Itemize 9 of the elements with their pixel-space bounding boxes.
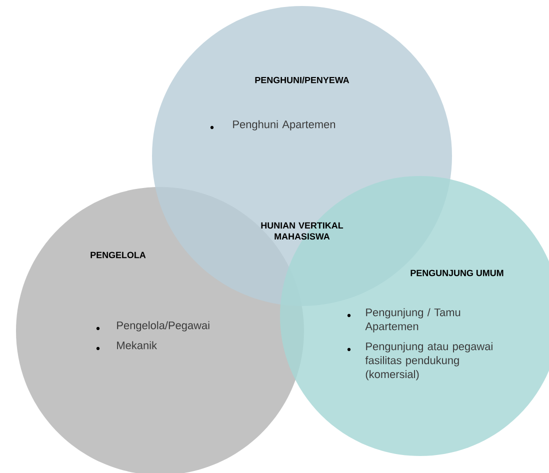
list-item: Penghuni Apartemen <box>210 120 336 130</box>
center-label: HUNIAN VERTIKAL MAHASISWA <box>261 222 344 240</box>
list-item: Pengunjung / Tamu Apartemen <box>347 308 460 332</box>
list-item: Pengunjung atau pegawai fasilitas pendukung (komersial) <box>347 342 492 380</box>
circle-heading: PENGHUNI/PENYEWA <box>255 76 350 84</box>
list-item: Mekanik <box>96 341 158 350</box>
circle-heading: PENGELOLA <box>90 252 146 258</box>
circle-heading: PENGUNJUNG UMUM <box>410 270 504 276</box>
list-item: Pengelola/Pegawai <box>96 321 210 332</box>
